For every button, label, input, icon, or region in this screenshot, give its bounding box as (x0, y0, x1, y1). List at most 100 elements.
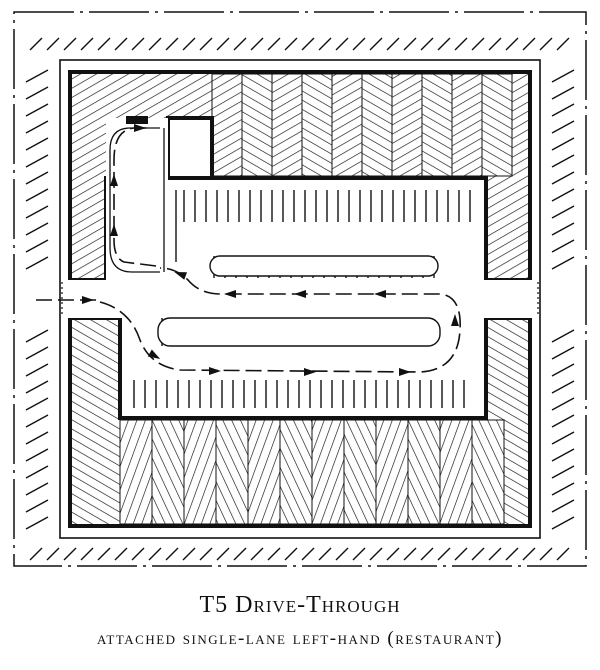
tick-mark (233, 37, 247, 51)
tick-mark (551, 69, 575, 83)
tick-mark (420, 37, 434, 51)
tick-mark (551, 499, 575, 513)
panel-hatch (344, 420, 376, 524)
tick-mark (551, 256, 575, 270)
tick-mark (551, 448, 575, 462)
tick-mark (551, 222, 575, 236)
tick-mark (551, 465, 575, 479)
tick-mark (46, 37, 60, 51)
flow-arrowhead (174, 271, 188, 280)
tick-mark (505, 37, 519, 51)
tick-mark (284, 547, 298, 561)
tick-mark (352, 37, 366, 51)
tick-mark (551, 482, 575, 496)
tick-mark (454, 547, 468, 561)
tick-mark (505, 547, 519, 561)
panel-hatch (440, 420, 472, 524)
tick-mark (63, 547, 77, 561)
panel-hatch (242, 74, 272, 176)
tick-mark (551, 239, 575, 253)
tick-mark (318, 37, 332, 51)
flow-lower-loop (99, 267, 461, 373)
flow-arrowhead (134, 124, 146, 132)
site-plan-diagram (13, 11, 587, 567)
tick-mark (551, 346, 575, 360)
flow-arrowhead (304, 368, 316, 376)
flow-arrowhead (110, 174, 118, 186)
tick-mark (284, 37, 298, 51)
tick-mark (131, 547, 145, 561)
perimeter-hatching (25, 37, 575, 561)
tick-mark (488, 37, 502, 51)
tick-mark (301, 547, 315, 561)
tick-mark (25, 329, 49, 343)
tick-mark (551, 363, 575, 377)
tick-mark (335, 547, 349, 561)
tick-mark (551, 205, 575, 219)
figure-title: T5 Drive-Through (199, 592, 401, 618)
tick-mark (233, 547, 247, 561)
panel-hatch (152, 420, 184, 524)
panel-hatch (332, 74, 362, 176)
tick-mark (148, 37, 162, 51)
tick-mark (522, 547, 536, 561)
tick-mark (182, 37, 196, 51)
parking-aisle (66, 188, 534, 410)
tick-mark (369, 37, 383, 51)
panel-hatch (248, 420, 280, 524)
panel-hatch (312, 420, 344, 524)
tick-mark (97, 37, 111, 51)
tick-mark (46, 547, 60, 561)
flow-arrowhead (82, 296, 94, 304)
tick-mark (25, 516, 49, 530)
panel-hatch (472, 420, 504, 524)
tick-mark (25, 431, 49, 445)
parking-stalls-top (183, 190, 471, 222)
tick-mark (25, 414, 49, 428)
tick-mark (420, 547, 434, 561)
tick-mark (25, 256, 49, 270)
tick-mark (25, 205, 49, 219)
panel-hatch (212, 74, 242, 176)
flow-arrowhead (110, 224, 118, 236)
panel-hatch (120, 420, 152, 524)
tick-mark (551, 171, 575, 185)
building-top-panels (211, 73, 513, 177)
tick-mark (551, 137, 575, 151)
tick-mark (551, 397, 575, 411)
panel-hatch (280, 420, 312, 524)
tick-mark (182, 547, 196, 561)
tick-mark (471, 547, 485, 561)
tick-mark (551, 154, 575, 168)
tick-mark (551, 329, 575, 343)
tick-mark (216, 547, 230, 561)
tick-mark (267, 547, 281, 561)
tick-mark (25, 482, 49, 496)
tick-mark (551, 431, 575, 445)
site-boundary (13, 11, 587, 567)
tick-mark (386, 37, 400, 51)
tick-mark (25, 380, 49, 394)
lot-boundary (59, 59, 541, 539)
panel-hatch (422, 74, 452, 176)
tick-mark (25, 239, 49, 253)
panel-hatch (184, 420, 216, 524)
tick-mark (25, 397, 49, 411)
flow-arrowhead (294, 290, 306, 298)
tick-mark (454, 37, 468, 51)
tick-mark (25, 346, 49, 360)
tick-mark (386, 547, 400, 561)
flow-arrowhead (374, 290, 386, 298)
tick-mark (131, 37, 145, 51)
panel-hatch (376, 420, 408, 524)
tick-mark (551, 380, 575, 394)
tick-mark (471, 37, 485, 51)
window-marker (126, 116, 148, 124)
tick-mark (539, 37, 553, 51)
flow-arrowhead (147, 349, 161, 359)
tick-mark (80, 547, 94, 561)
tick-mark (148, 547, 162, 561)
tick-mark (25, 69, 49, 83)
tick-mark (165, 547, 179, 561)
panel-hatch (362, 74, 392, 176)
